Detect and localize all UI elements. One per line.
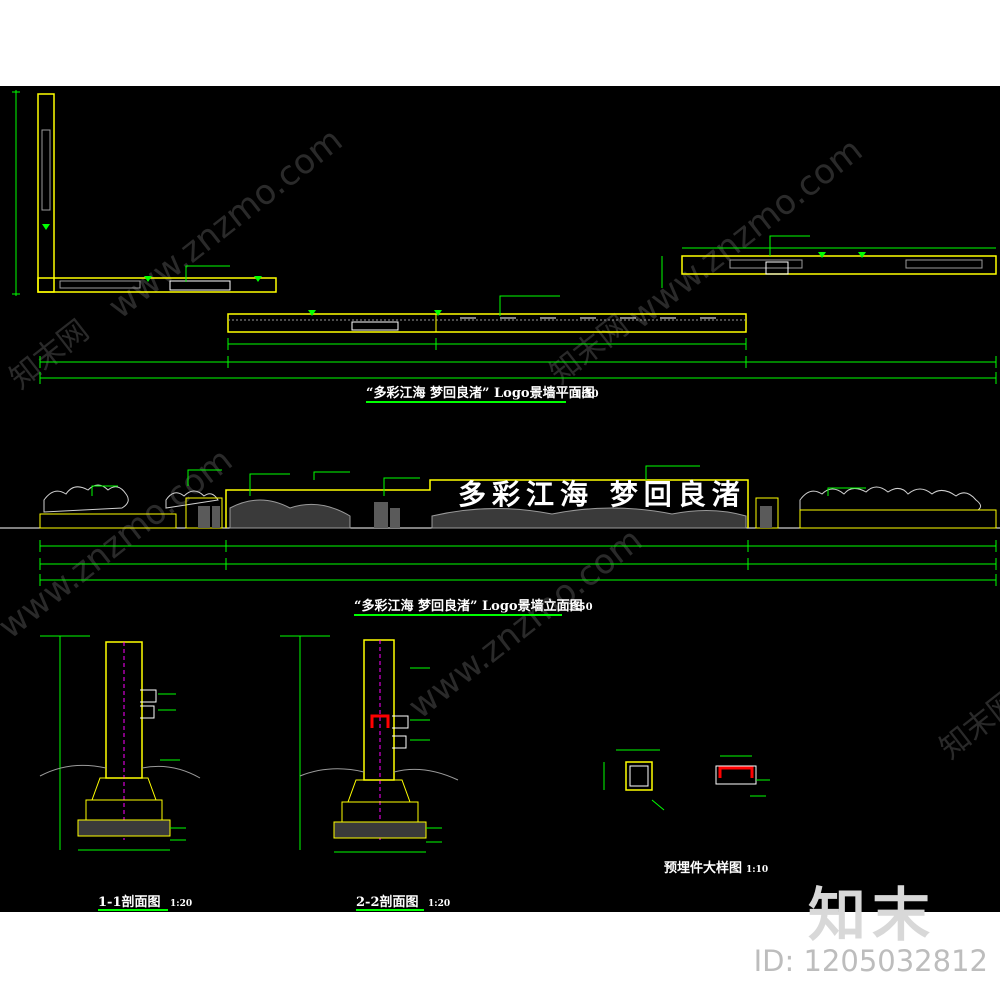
section1-title: 1-1剖面图 <box>98 894 161 910</box>
plan-view: “多彩江海 梦回良渚” Logo景墙平面图 1:50 <box>12 90 997 403</box>
section2-title: 2-2剖面图 <box>356 894 419 910</box>
elevation-scale: 1:50 <box>568 602 593 613</box>
plan-title: “多彩江海 梦回良渚” Logo景墙平面图 <box>366 385 595 401</box>
embedded-part-detail: 预埋件大样图 1:10 <box>603 749 770 876</box>
section-1-1: 1-1剖面图 1:20 <box>39 635 201 911</box>
plan-scale: 1:50 <box>574 389 599 400</box>
detail-title: 预埋件大样图 <box>664 860 742 876</box>
detail-scale: 1:10 <box>746 865 768 875</box>
section-2-2: 2-2剖面图 1:20 <box>280 635 459 911</box>
image-id-label: ID: 1205032812 <box>753 944 988 978</box>
elevation-view: 多彩江海 梦回良渚 “ <box>0 465 1000 616</box>
section2-scale: 1:20 <box>428 899 450 909</box>
brand-logo: 知末 <box>808 881 937 949</box>
section1-scale: 1:20 <box>170 899 192 909</box>
elevation-title: “多彩江海 梦回良渚” Logo景墙立面图 <box>354 598 583 614</box>
logo-wall-text: 多彩江海 梦回良渚 <box>458 478 746 511</box>
